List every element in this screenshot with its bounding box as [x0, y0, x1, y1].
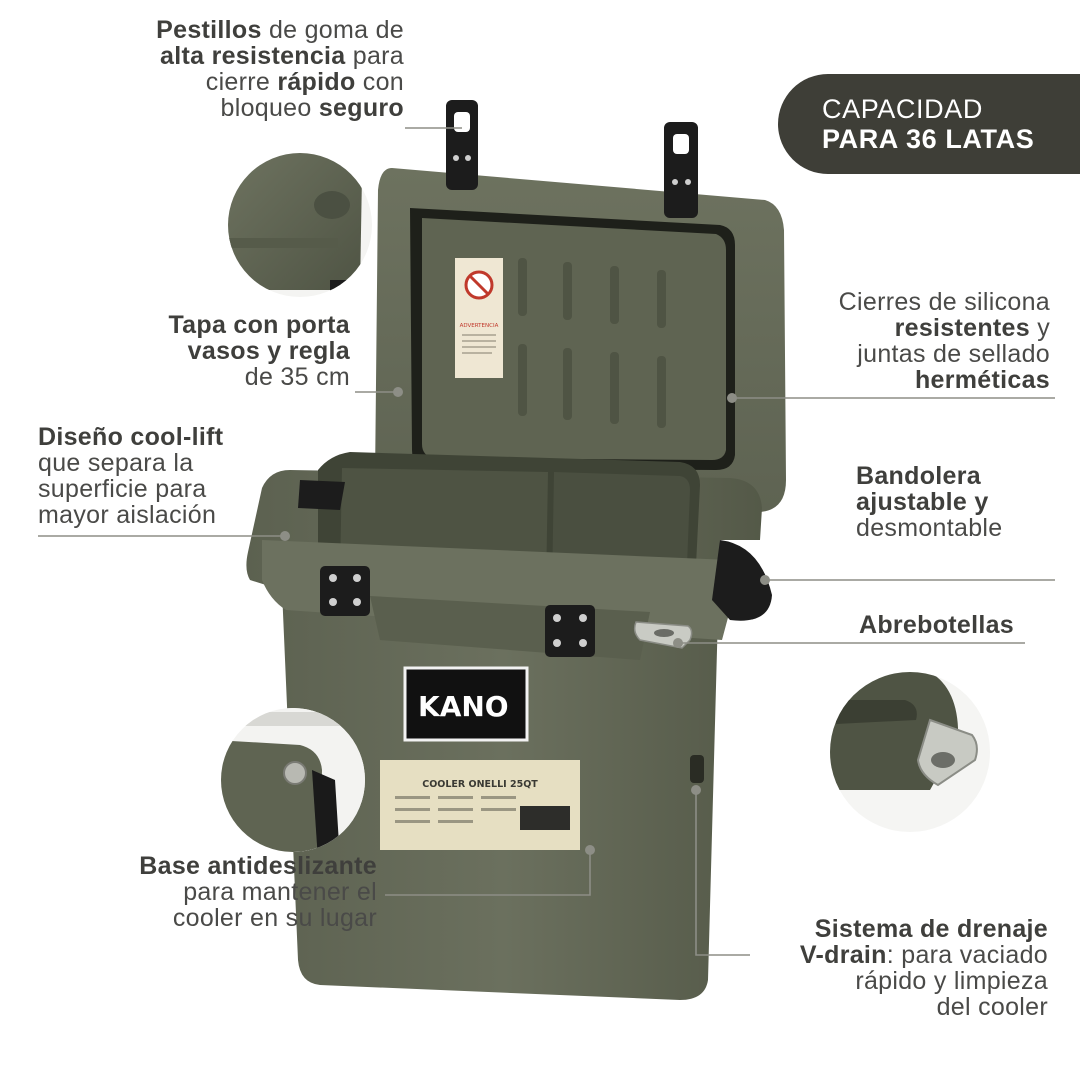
- callout-latches-text-3: cierre: [205, 68, 278, 96]
- callout-strap-bold-1: Bandolera: [856, 462, 981, 490]
- callout-drain: Sistema de drenaje V-drain: para vaciado…: [800, 916, 1048, 1020]
- callout-coollift-text-3: superficie para: [38, 475, 207, 503]
- callout-base-text-2: para mantener el: [183, 878, 377, 906]
- callout-latches: Pestillos de goma de alta resistencia pa…: [156, 17, 404, 121]
- cooler-lid: ADVERTENCIA: [374, 100, 786, 512]
- callout-latches-text-3b: con: [355, 68, 404, 96]
- callout-drain-text-3: rápido y limpieza: [855, 967, 1048, 995]
- callout-latches-bold-2: alta resistencia: [160, 42, 346, 70]
- callout-lid-bold-2: vasos y regla: [187, 337, 350, 365]
- detail-circle-latch: [228, 153, 372, 297]
- callout-lid-bold-1: Tapa con porta: [168, 311, 350, 339]
- callout-latches-bold-4: seguro: [318, 94, 404, 122]
- product-label-title: COOLER ONELLI 25QT: [422, 779, 538, 790]
- callout-latches-bold-3: rápido: [277, 68, 356, 96]
- warning-label: ADVERTENCIA: [460, 323, 499, 329]
- callout-seals-text-3: juntas de sellado: [857, 340, 1050, 368]
- leader-lines: [38, 127, 1055, 956]
- capacity-badge: CAPACIDAD PARA 36 LATAS: [778, 74, 1080, 174]
- callout-drain-bold-1: Sistema de drenaje: [814, 915, 1048, 943]
- capacity-line-1: CAPACIDAD: [822, 94, 983, 124]
- callout-seals-text-2: y: [1029, 314, 1050, 342]
- capacity-line-2: PARA 36 LATAS: [822, 124, 1035, 154]
- strap-handle: [712, 540, 772, 621]
- callout-drain-text-4: del cooler: [936, 993, 1048, 1021]
- latch-top-right: [664, 122, 698, 218]
- callout-coollift-bold-1: Diseño cool-lift: [38, 423, 224, 451]
- callout-opener: Abrebotellas: [859, 612, 1014, 638]
- callout-strap-bold-2: ajustable y: [856, 488, 989, 516]
- drain-plug: [690, 755, 704, 783]
- detail-circle-opener: [830, 672, 990, 832]
- callout-strap-text-3: desmontable: [856, 514, 1003, 542]
- cooler-body: KANO COOLER ONELLI 25QT: [246, 452, 772, 1000]
- callout-base-text-3: cooler en su lugar: [172, 904, 377, 932]
- callout-strap: Bandolera ajustable y desmontable: [856, 463, 1002, 541]
- detail-circle-strap: [221, 708, 365, 852]
- callout-base: Base antideslizante para mantener el coo…: [139, 853, 377, 931]
- callout-seals-text-1: Cierres de silicona: [838, 288, 1050, 316]
- callout-latches-text-2: para: [345, 42, 404, 70]
- product-label: COOLER ONELLI 25QT: [380, 760, 580, 850]
- callout-drain-text-2: : para vaciado: [886, 941, 1048, 969]
- callout-latches-text-1: de goma de: [261, 16, 404, 44]
- latch-body-right: [545, 605, 595, 657]
- callout-coollift: Diseño cool-lift que separa la superfici…: [38, 424, 223, 528]
- brand-logo-text: KANO: [418, 690, 509, 723]
- callout-coollift-text-2: que separa la: [38, 449, 194, 477]
- callout-opener-bold-1: Abrebotellas: [858, 611, 1014, 639]
- callout-seals-bold-4: herméticas: [914, 366, 1050, 394]
- callout-lid: Tapa con porta vasos y regla de 35 cm: [168, 312, 350, 390]
- callout-drain-bold-2: V-drain: [799, 941, 887, 969]
- callout-seals: Cierres de silicona resistentes y juntas…: [839, 289, 1050, 393]
- callout-base-bold-1: Base antideslizante: [139, 852, 377, 880]
- callout-coollift-text-4: mayor aislación: [38, 501, 217, 529]
- callout-seals-bold-2: resistentes: [894, 314, 1030, 342]
- callout-lid-text-3: de 35 cm: [244, 363, 350, 391]
- brand-logo: KANO: [403, 666, 529, 742]
- latch-top-left: [446, 100, 478, 190]
- latch-body-left: [320, 566, 370, 616]
- callout-latches-bold-1: Pestillos: [156, 16, 262, 44]
- callout-latches-text-4: bloqueo: [220, 94, 319, 122]
